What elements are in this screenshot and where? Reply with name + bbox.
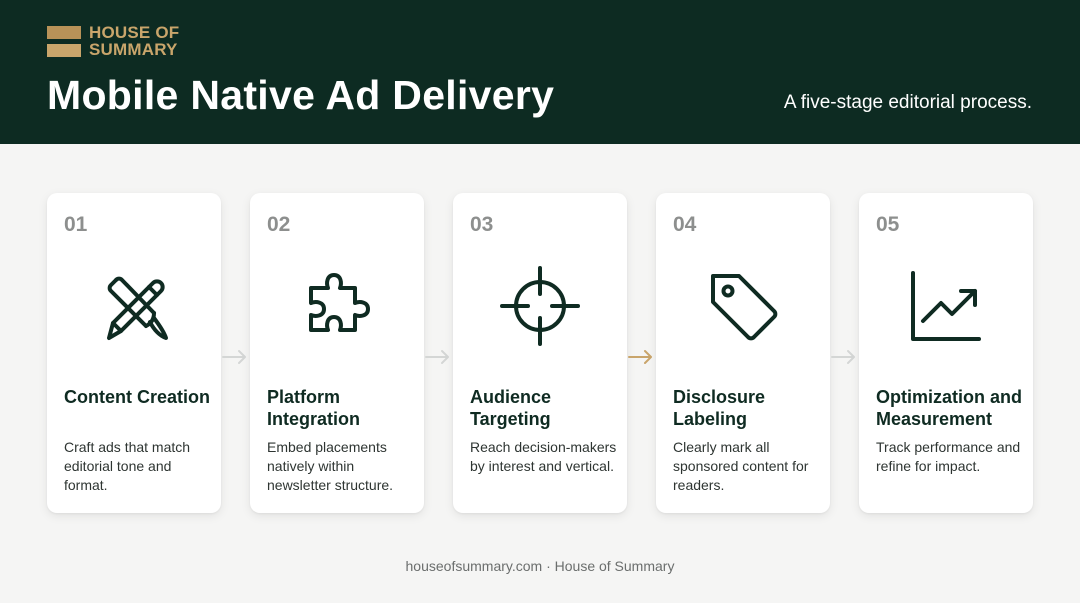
step-description: Reach decision-makers by interest and ve… xyxy=(470,439,617,474)
logo-mark-icon xyxy=(47,25,81,57)
step-card-5: 05 Optimization and Measurement Track pe… xyxy=(859,193,1033,513)
header-band: HOUSE OF SUMMARY Mobile Native Ad Delive… xyxy=(0,0,1080,144)
arrow-right-icon xyxy=(628,350,652,364)
brand-line2: SUMMARY xyxy=(89,40,178,59)
puzzle-piece-icon xyxy=(297,266,377,346)
trend-chart-icon xyxy=(906,266,986,346)
step-card-3: 03 Audience Targeting Reach decision-mak… xyxy=(453,193,627,513)
step-description: Embed placements natively within newslet… xyxy=(267,439,394,493)
step-title: Disclosure Labeling xyxy=(673,387,766,429)
step-number: 01 xyxy=(64,213,88,236)
step-number: 02 xyxy=(267,213,291,236)
step-description: Craft ads that match editorial tone and … xyxy=(64,439,191,493)
step-card-4: 04 Disclosure Labeling Clearly mark all … xyxy=(656,193,830,513)
arrow-right-icon xyxy=(222,350,246,364)
step-card-1: 01 Content Creation Craft ads that match… xyxy=(47,193,221,513)
step-title: Audience Targeting xyxy=(470,387,552,429)
page-subtitle: A five-stage editorial process. xyxy=(783,92,1032,113)
step-title: Platform Integration xyxy=(267,387,360,429)
step-description: Track performance and refine for impact. xyxy=(876,439,1021,474)
brand-logo: HOUSE OF SUMMARY xyxy=(47,24,179,58)
crosshair-icon xyxy=(500,266,580,346)
arrow-right-icon xyxy=(425,350,449,364)
page-title: Mobile Native Ad Delivery xyxy=(47,72,555,118)
step-description: Clearly mark all sponsored content for r… xyxy=(673,439,809,493)
step-number: 04 xyxy=(673,213,697,236)
footer-credit: houseofsummary.com · House of Summary xyxy=(405,558,675,574)
step-title: Optimization and Measurement xyxy=(876,387,1022,429)
step-number: 05 xyxy=(876,213,900,236)
tag-icon xyxy=(703,266,783,346)
pencil-brush-icon xyxy=(94,266,174,346)
brand-wordmark: HOUSE OF SUMMARY xyxy=(89,24,179,58)
arrow-right-icon xyxy=(831,350,855,364)
step-number: 03 xyxy=(470,213,494,236)
step-title: Content Creation xyxy=(64,387,210,407)
step-card-2: 02 Platform Integration Embed placements… xyxy=(250,193,424,513)
brand-line1: HOUSE OF xyxy=(89,23,180,42)
